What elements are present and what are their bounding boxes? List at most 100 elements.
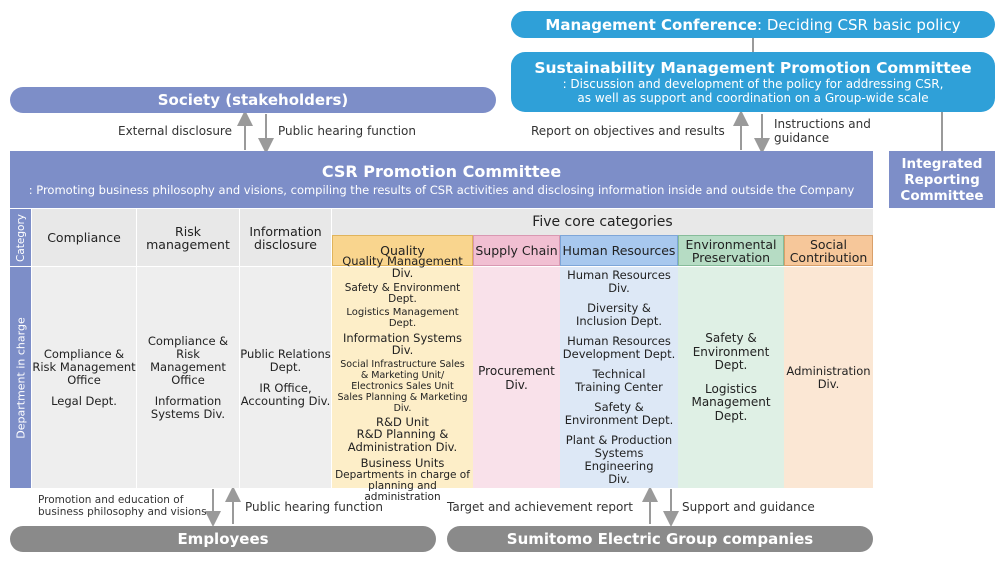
integrated-line-1: Integrated (901, 155, 983, 172)
hr-dept-l3: Diversity & (587, 301, 651, 315)
csr-committee-title: CSR Promotion Committee (321, 161, 562, 181)
compliance-dept-a2: Risk Management (32, 359, 136, 374)
quality-dept-l13: Departments in charge of (335, 468, 470, 481)
env-dept-l6: Dept. (714, 408, 748, 423)
promotion-label-2: business philosophy and visions (38, 506, 207, 518)
risk-dept-a2: Risk Management (150, 346, 226, 374)
social-dept-cell: Administration Div. (784, 267, 873, 488)
info-dept-a1: Public Relations (240, 346, 331, 361)
supply-dept-l2: Div. (505, 377, 528, 392)
risk-dept-b2: Systems Div. (150, 406, 226, 421)
hr-dept-l9: Safety & (594, 400, 644, 414)
header-social-1: Social (809, 236, 848, 252)
header-info-2: disclosure (254, 236, 317, 252)
quality-dept-l9: R&D Unit (376, 414, 429, 429)
management-conference-banner: Management Conference : Deciding CSR bas… (511, 11, 995, 38)
header-quality: Quality (332, 235, 473, 266)
quality-dept-l12: Business Units (360, 456, 445, 470)
header-environmental: Environmental Preservation (678, 235, 784, 266)
supply-dept-cell: Procurement Div. (473, 267, 560, 488)
info-dept-cell: Public Relations Dept. IR Office, Accoun… (240, 267, 331, 488)
hr-dept-l6: Development Dept. (562, 347, 676, 361)
employees-label: Employees (177, 530, 269, 548)
sustainability-committee-desc-2: as well as support and coordination on a… (577, 91, 929, 105)
header-supply-chain: Supply Chain (473, 235, 560, 266)
hr-dept-cell: Human Resources Div. Diversity & Inclusi… (560, 267, 678, 488)
quality-dept-l5: Social Infrastructure Sales (340, 358, 465, 370)
society-banner: Society (stakeholders) (10, 87, 496, 113)
env-dept-l4: Logistics (705, 381, 757, 396)
quality-dept-l14: planning and administration (364, 479, 441, 503)
department-side-cell: Department in charge (10, 267, 31, 488)
promotion-label-1: Promotion and education of (38, 494, 184, 506)
info-dept-b2: Accounting Div. (240, 393, 331, 408)
env-dept-l2: Environment (692, 344, 770, 359)
social-dept-l1: Administration (786, 363, 871, 378)
hr-dept-l2: Div. (608, 281, 630, 295)
quality-dept-l2: Safety & Environment Dept. (344, 281, 461, 305)
header-hr-label: Human Resources (562, 243, 676, 258)
quality-dept-cell: Quality Management Div. Safety & Environ… (332, 254, 473, 502)
quality-dept-l7: Electronics Sales Unit (351, 380, 454, 392)
target-label: Target and achievement report (447, 500, 633, 514)
info-dept-b1: IR Office, (259, 380, 312, 395)
quality-dept-l6: & Marketing Unit/ (360, 369, 445, 381)
csr-promotion-committee-box: CSR Promotion Committee : Promoting busi… (10, 151, 873, 208)
header-info-1: Information (249, 223, 322, 239)
quality-dept-l1: Quality Management Div. (342, 253, 463, 280)
header-compliance-label: Compliance (47, 230, 121, 245)
risk-dept-a1: Compliance & (147, 333, 229, 348)
hr-dept-l13: Div. (608, 472, 630, 486)
quality-dept-l8: Sales Planning & Marketing Div. (337, 391, 468, 414)
society-label: Society (stakeholders) (157, 91, 349, 109)
header-five-core: Five core categories (332, 209, 873, 235)
header-risk-management: Risk management (137, 209, 239, 266)
compliance-dept-cell: Compliance & Risk Management Office Lega… (32, 267, 136, 488)
hr-dept-l7: Technical (592, 367, 646, 381)
env-dept-l3: Dept. (714, 358, 748, 372)
compliance-dept-a1: Compliance & (43, 346, 125, 361)
management-conference-desc: : Deciding CSR basic policy (757, 15, 961, 34)
department-in-charge-label: Department in charge (14, 316, 27, 439)
hr-dept-l4: Inclusion Dept. (575, 314, 663, 328)
category-label: Category (14, 213, 27, 262)
hr-dept-l5: Human Resources (567, 334, 671, 348)
management-conference-title: Management Conference (545, 15, 758, 34)
sustainability-committee-desc-1: : Discussion and development of the poli… (562, 77, 944, 91)
group-companies-banner: Sumitomo Electric Group companies (447, 526, 873, 552)
category-side-cell: Category (10, 209, 31, 266)
compliance-dept-a3: Office (67, 372, 101, 387)
quality-dept-l10: R&D Planning & (356, 427, 449, 441)
supply-dept-l1: Procurement (478, 363, 555, 378)
hr-dept-l11: Plant & Production (565, 433, 673, 447)
header-risk-1: Risk (175, 223, 201, 239)
env-dept-l1: Safety & (705, 331, 757, 345)
env-dept-l5: Management (691, 395, 771, 409)
report-label: Report on objectives and results (531, 124, 725, 138)
five-core-label: Five core categories (532, 213, 673, 230)
header-human-resources: Human Resources (560, 235, 678, 266)
integrated-line-2: Reporting (904, 171, 980, 188)
csr-committee-desc: : Promoting business philosophy and visi… (28, 182, 855, 197)
header-compliance: Compliance (32, 209, 136, 266)
social-dept-l2: Div. (817, 376, 840, 391)
header-social: Social Contribution (784, 235, 873, 266)
risk-dept-a3: Office (171, 372, 205, 387)
public-hearing-label: Public hearing function (278, 124, 416, 138)
header-risk-2: management (146, 236, 230, 252)
header-env-2: Preservation (691, 249, 771, 265)
compliance-dept-b: Legal Dept. (51, 393, 117, 408)
header-social-2: Contribution (789, 249, 868, 265)
external-disclosure-label: External disclosure (118, 124, 232, 138)
integrated-line-3: Committee (900, 187, 984, 204)
header-env-1: Environmental (685, 236, 777, 252)
env-dept-cell: Safety & Environment Dept. Logistics Man… (678, 267, 784, 488)
header-quality-label: Quality (380, 243, 425, 258)
info-dept-a2: Dept. (269, 359, 302, 374)
group-companies-label: Sumitomo Electric Group companies (506, 530, 814, 548)
instructions-label-2: guidance (774, 131, 830, 145)
hr-dept-l8: Training Center (575, 380, 663, 394)
integrated-reporting-committee-box: Integrated Reporting Committee (889, 151, 995, 208)
hr-dept-l1: Human Resources (567, 268, 671, 282)
